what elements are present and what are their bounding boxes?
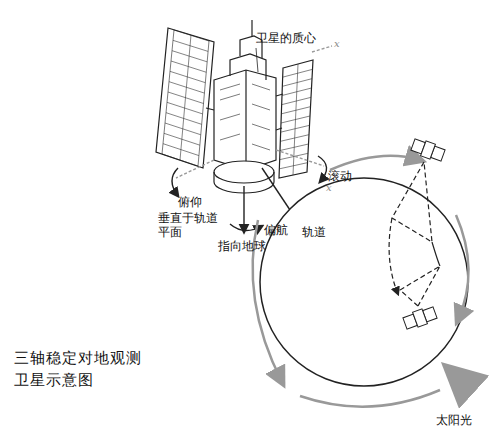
axis-letter: x	[326, 182, 332, 194]
axis-letter: x	[334, 38, 340, 50]
axis-label: 指向地球	[218, 240, 266, 254]
caption: 三轴稳定对地观测 卫星示意图	[14, 348, 154, 392]
axis-label: 垂直于轨道平面	[158, 212, 220, 240]
axis-label: 轨道	[302, 226, 326, 240]
axis-label: 滚动	[328, 170, 352, 184]
axis-label: 俯仰	[178, 196, 202, 210]
part-label: 卫星的质心	[256, 32, 316, 46]
panel-grid-line	[293, 64, 298, 175]
axis-label: 偏航	[264, 224, 288, 238]
panel-grid-line	[180, 35, 191, 160]
sunlight-label: 太阳光	[436, 414, 472, 428]
